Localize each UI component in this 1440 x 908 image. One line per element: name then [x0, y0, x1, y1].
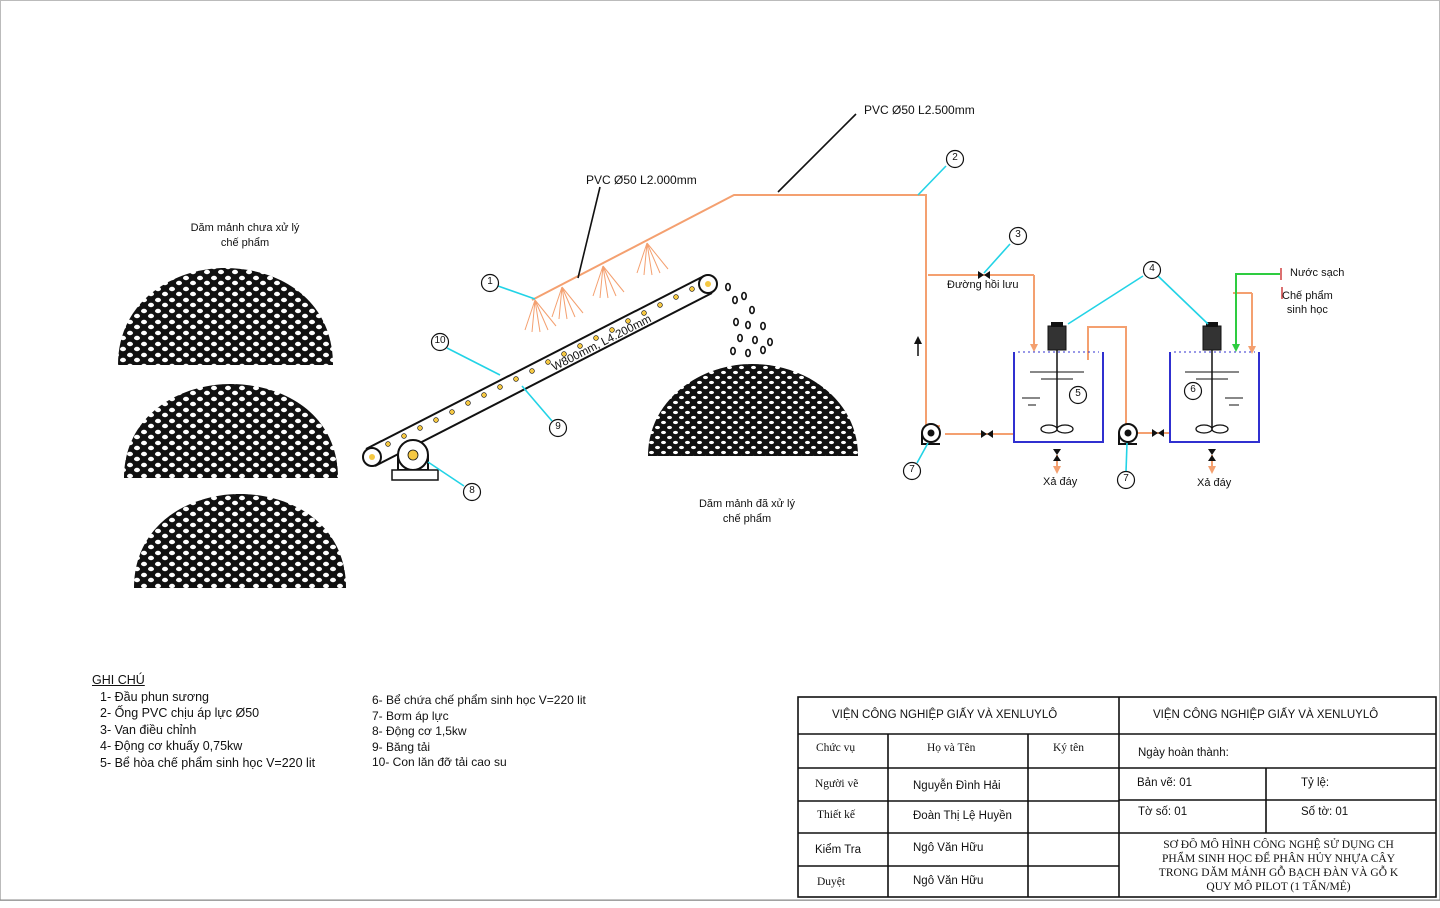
label-treated-line-2: chế phẩm: [722, 513, 772, 525]
notes-column-1: GHI CHÚ 1- Đầu phun sương 2- Ống PVC chị…: [92, 672, 315, 771]
notes-heading: GHI CHÚ: [92, 673, 145, 687]
note-item: 2- Ống PVC chịu áp lực Ø50: [100, 706, 260, 720]
sheet-number: Tờ số: 01: [1138, 806, 1188, 818]
flow-arrow: [914, 336, 922, 356]
label-pipe-top: PVC Ø50 L2.500mm: [864, 103, 975, 117]
valves: [978, 271, 1216, 461]
callout-number-4: 4: [1149, 263, 1155, 274]
drawing-title-line: PHẨM SINH HỌC ĐỂ PHÂN HỦY NHỰA CÂY: [1161, 853, 1396, 865]
row-role: Kiểm Tra: [815, 844, 862, 856]
org-name-right: VIỆN CÔNG NGHIỆP GIẤY VÀ XENLUYLÔ: [1153, 709, 1379, 721]
row-name: Đoàn Thị Lệ Huyền: [913, 810, 1012, 822]
label-untreated-line-1: Dăm mảnh chưa xử lý: [190, 222, 300, 234]
mixing-tank-5: [1013, 322, 1104, 443]
row-name: Nguyễn Đình Hải: [913, 780, 1001, 792]
col-role-header: Chức vụ: [816, 742, 856, 754]
label-treated-chips: Dăm mảnh đã xử lý chế phẩm: [672, 497, 822, 527]
completion-date: Ngày hoàn thành:: [1138, 747, 1229, 759]
untreated-chip-piles: [118, 268, 346, 588]
note-item: 1- Đầu phun sương: [100, 689, 209, 704]
note-item: 9- Băng tải: [372, 739, 431, 754]
drain-arrows: [1030, 344, 1256, 474]
note-item: 7- Bơm áp lực: [372, 708, 449, 723]
callout-number-7a: 7: [909, 464, 915, 475]
label-return-line: Đường hồi lưu: [947, 279, 1019, 291]
note-item: 6- Bể chứa chế phẩm sinh học V=220 lit: [372, 693, 586, 707]
scale: Tỷ lệ:: [1301, 777, 1330, 789]
label-pipe-spray: PVC Ø50 L2.000mm: [586, 173, 697, 187]
label-treated-line-1: Dăm mảnh đã xử lý: [698, 498, 795, 510]
callout-circles: [430, 149, 1203, 502]
callout-leaders: [427, 165, 1209, 487]
label-clean-water: Nước sạch: [1290, 267, 1345, 279]
row-role: Người vẽ: [815, 778, 859, 790]
notes-column-2: 6- Bể chứa chế phẩm sinh học V=220 lit 7…: [372, 693, 586, 771]
org-name-left: VIỆN CÔNG NGHIỆP GIẤY VÀ XENLUYLÔ: [832, 709, 1058, 721]
title-block-frame: [797, 696, 1437, 898]
pvc-pipes: [531, 194, 1253, 470]
label-bio-product-line-2: sinh học: [1286, 304, 1328, 316]
drawing-title-line: SƠ ĐỒ MÔ HÌNH CÔNG NGHỆ SỬ DỤNG CH: [1163, 839, 1394, 851]
callout-number-3: 3: [1015, 229, 1021, 240]
pressure-pump-1: [921, 423, 941, 445]
drawing-title-line: TRONG DĂM MẢNH GỖ BẠCH ĐÀN VÀ GỖ K: [1158, 867, 1399, 879]
sheet-count: Số tờ: 01: [1301, 806, 1349, 818]
pressure-pump-2: [1118, 423, 1138, 445]
drawing-number: Bản vẽ: 01: [1137, 777, 1192, 789]
label-drain-2: Xả đáy: [1197, 477, 1232, 489]
callout-number-10: 10: [434, 335, 446, 346]
drawing-title: SƠ ĐỒ MÔ HÌNH CÔNG NGHỆ SỬ DỤNG CH PHẨM …: [1121, 838, 1436, 898]
col-name-header: Họ và Tên: [927, 742, 976, 754]
note-item: 4- Động cơ khuấy 0,75kw: [100, 739, 243, 753]
conveyor-motor: [391, 439, 439, 481]
callout-number-1: 1: [487, 276, 493, 287]
callout-number-6: 6: [1190, 384, 1196, 395]
row-name: Ngô Văn Hữu: [913, 875, 984, 887]
callout-number-7b: 7: [1123, 473, 1129, 484]
dimension-leaders: [577, 113, 857, 279]
falling-chips: [724, 282, 773, 358]
callout-number-9: 9: [555, 421, 561, 432]
row-name: Ngô Văn Hữu: [913, 842, 984, 854]
callout-number-8: 8: [469, 485, 475, 496]
clean-water-line: [1235, 273, 1280, 348]
label-bio-product-line-1: Chế phẩm: [1282, 290, 1333, 302]
note-item: 10- Con lăn đỡ tải cao su: [372, 755, 507, 769]
storage-tank-6: [1169, 322, 1260, 443]
note-item: 5- Bể hòa chế phẩm sinh học V=220 lit: [100, 755, 316, 770]
callout-number-2: 2: [952, 152, 958, 163]
note-item: 8- Động cơ 1,5kw: [372, 724, 467, 738]
label-drain-1: Xả đáy: [1043, 476, 1078, 488]
col-sign-header: Ký tên: [1053, 742, 1084, 754]
label-untreated-line-2: chế phẩm: [220, 237, 270, 249]
row-role: Thiết kế: [817, 809, 855, 821]
label-bio-product: Chế phẩm sinh học: [1282, 289, 1333, 317]
conveyor-belt: [362, 274, 718, 467]
row-role: Duyệt: [817, 876, 846, 888]
callout-number-5: 5: [1075, 388, 1081, 399]
label-untreated-chips: Dăm mảnh chưa xử lý chế phẩm: [170, 221, 320, 251]
drawing-title-line: QUY MÔ PILOT (1 TẤN/MẺ): [1206, 881, 1351, 893]
treated-chip-pile: [648, 364, 858, 456]
note-item: 3- Van điều chỉnh: [100, 722, 197, 737]
spray-nozzles: [524, 242, 669, 333]
